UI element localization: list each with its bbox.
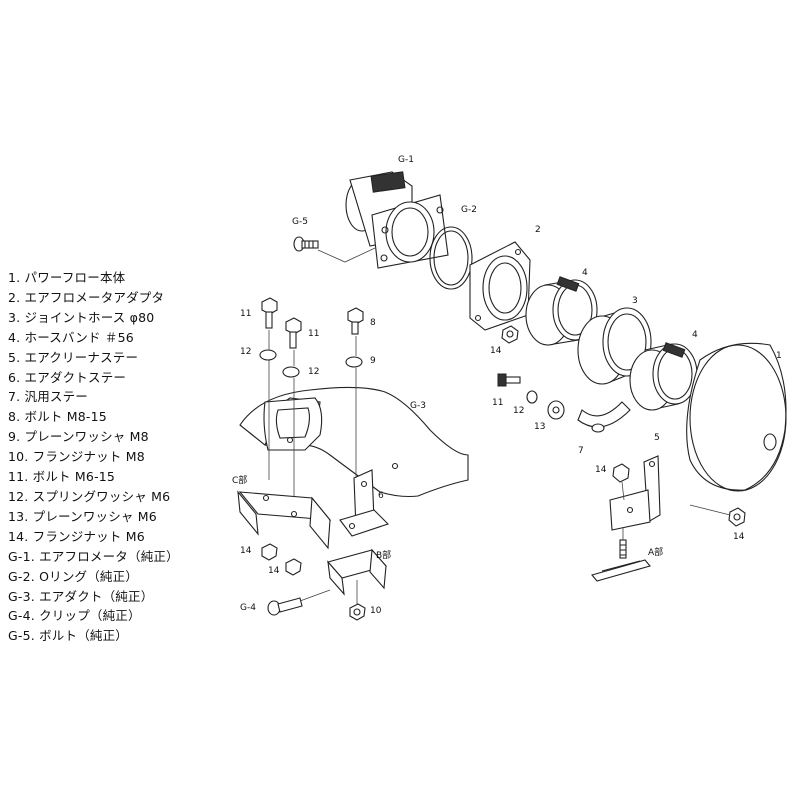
clip-part xyxy=(267,597,303,616)
air-duct-stay-part xyxy=(339,469,390,537)
bolt-part xyxy=(261,297,278,329)
parts-list-item: G-3. エアダクト（純正） xyxy=(8,588,154,604)
air-flow-meter-part xyxy=(345,171,449,269)
callout-3: 3 xyxy=(632,296,638,306)
callout-2: 2 xyxy=(535,225,541,235)
detail-a-mount xyxy=(591,539,651,582)
parts-list-item: G-4. クリップ（純正） xyxy=(8,608,141,624)
parts-list-item: 8. ボルト M8-15 xyxy=(8,409,107,425)
callout-12a: 12 xyxy=(240,347,251,357)
callout-g4: G-4 xyxy=(240,603,256,613)
callout-11c: 11 xyxy=(492,398,503,408)
parts-list-item: 12. スプリングワッシャ M6 xyxy=(8,488,171,504)
spring-washer-part xyxy=(259,349,277,361)
air-cleaner-stay-part xyxy=(609,455,661,531)
callout-11b: 11 xyxy=(308,329,319,339)
parts-list-item: 10. フランジナット M8 xyxy=(8,449,145,465)
callout-14a: 14 xyxy=(490,346,502,356)
parts-list-item: 13. プレーンワッシャ M6 xyxy=(8,508,157,524)
flange-nut-part xyxy=(285,558,302,576)
parts-list-item: G-2. Oリング（純正） xyxy=(8,568,139,584)
flange-nut-part xyxy=(349,603,366,621)
bolt-part xyxy=(285,317,302,349)
air-duct-part xyxy=(239,386,469,498)
flange-nut-part xyxy=(261,543,278,561)
callout-8: 8 xyxy=(370,318,376,328)
bolt-part xyxy=(347,307,364,335)
parts-list: 1. パワーフロー本体 2. エアフロメータアダプタ 3. ジョイントホース φ… xyxy=(8,268,179,646)
callout-g5: G-5 xyxy=(292,217,308,227)
parts-list-item: G-5. ボルト（純正） xyxy=(8,628,128,644)
callout-g2: G-2 xyxy=(461,205,477,215)
power-flow-filter-part xyxy=(686,342,787,492)
plain-washer-part xyxy=(345,356,363,368)
callout-6: 6 xyxy=(378,491,384,501)
callout-14d: 14 xyxy=(240,546,252,556)
callout-13: 13 xyxy=(534,422,545,432)
parts-list-item: G-1. エアフロメータ（純正） xyxy=(8,548,179,564)
callout-12b: 12 xyxy=(308,367,319,377)
callout-7: 7 xyxy=(578,446,584,456)
parts-list-item: 4. ホースバンド ＃56 xyxy=(8,329,134,345)
callout-9: 9 xyxy=(370,356,376,366)
spring-washer-part xyxy=(526,390,538,404)
callout-detail-a: A部 xyxy=(648,546,663,558)
callout-4b: 4 xyxy=(692,330,698,340)
spring-washer-part xyxy=(282,366,300,378)
callout-4a: 4 xyxy=(582,268,588,278)
detail-c-bracket xyxy=(237,490,332,550)
detail-b-bracket xyxy=(327,548,387,596)
callout-11a: 11 xyxy=(240,309,251,319)
flange-nut-part xyxy=(612,463,630,483)
parts-list-item: 3. ジョイントホース φ80 xyxy=(8,309,155,325)
parts-list-item: 14. フランジナット M6 xyxy=(8,528,145,544)
flange-nut-part xyxy=(501,325,519,344)
parts-list-item: 11. ボルト M6-15 xyxy=(8,469,116,485)
callout-14c: 14 xyxy=(733,532,745,542)
callout-g3: G-3 xyxy=(410,401,426,411)
parts-list-item: 9. プレーンワッシャ M8 xyxy=(8,429,149,445)
parts-list-item: 7. 汎用ステー xyxy=(8,389,88,405)
bolt-part xyxy=(497,373,521,387)
parts-list-item: 1. パワーフロー本体 xyxy=(8,270,126,285)
callout-1: 1 xyxy=(776,351,782,361)
callout-g1: G-1 xyxy=(398,155,414,165)
callout-10: 10 xyxy=(370,606,382,616)
o-ring-part xyxy=(429,226,473,290)
callout-14e: 14 xyxy=(268,566,280,576)
flange-nut-part xyxy=(728,507,746,527)
hose-band-part xyxy=(629,342,698,411)
parts-list-item: 6. エアダクトステー xyxy=(8,369,127,385)
air-flow-meter-adapter-part xyxy=(469,241,531,331)
factory-bolt-part xyxy=(293,236,319,252)
callout-detail-c: C部 xyxy=(232,474,247,486)
callout-12c: 12 xyxy=(513,406,524,416)
plain-washer-part xyxy=(547,400,565,420)
parts-list-item: 5. エアクリーナステー xyxy=(8,349,139,365)
universal-stay-part xyxy=(577,401,631,433)
callout-5: 5 xyxy=(654,433,660,443)
callout-14b: 14 xyxy=(595,465,607,475)
parts-list-item: 2. エアフロメータアダプタ xyxy=(8,289,165,305)
callout-detail-b: B部 xyxy=(376,549,391,561)
